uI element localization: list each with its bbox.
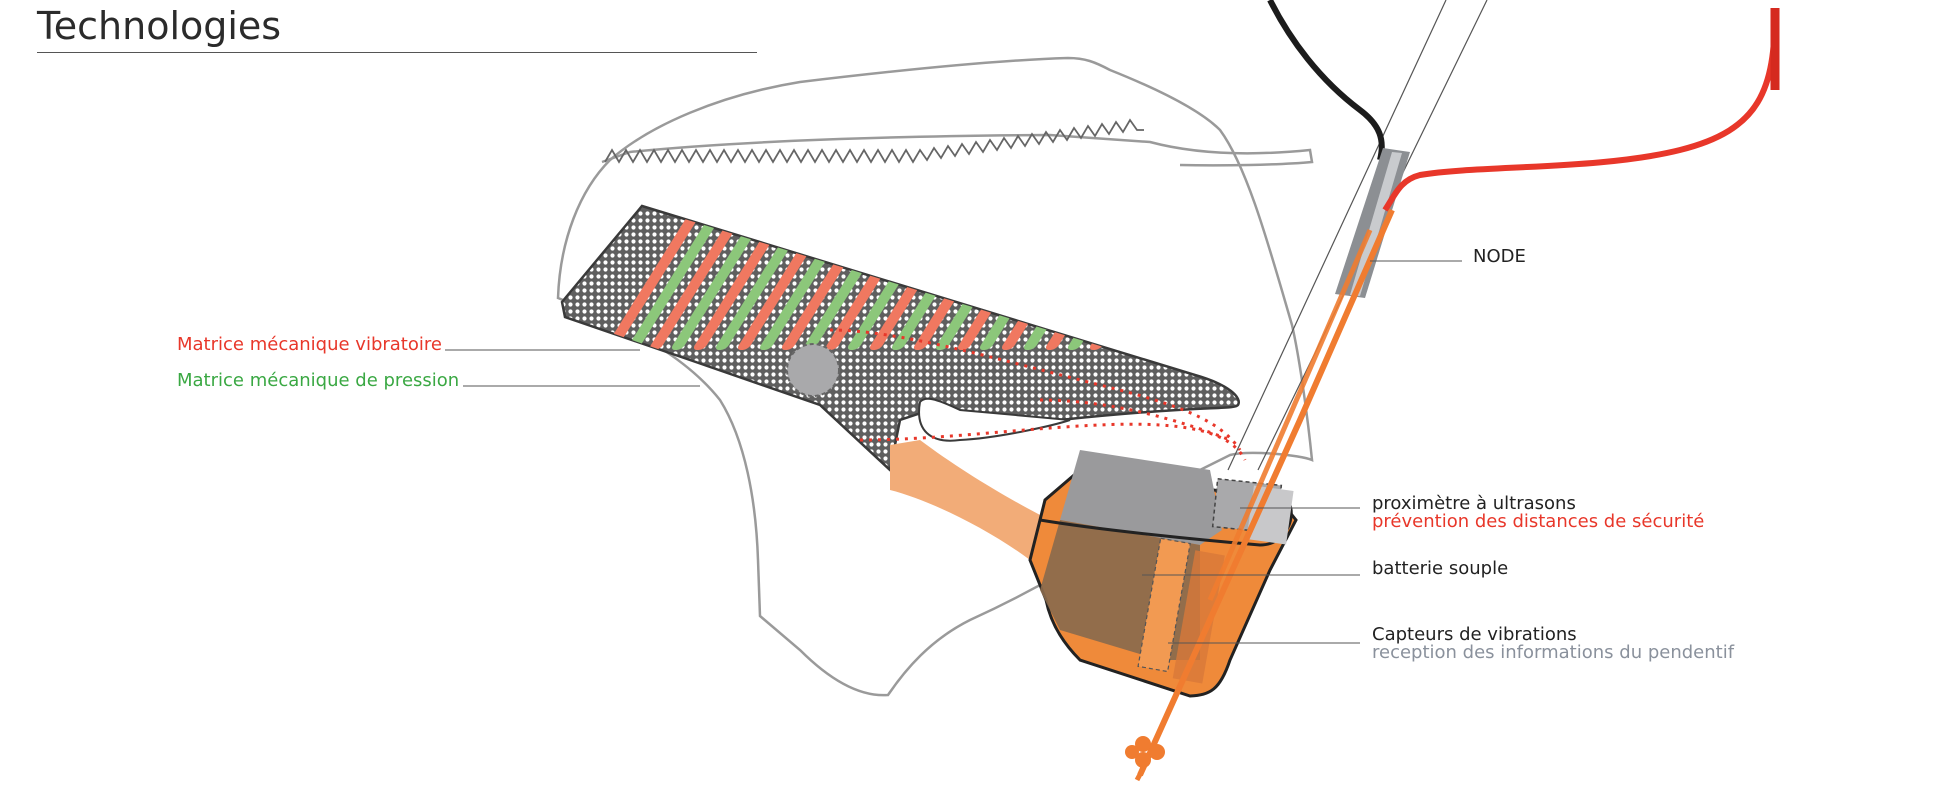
label-battery: batterie souple bbox=[1372, 558, 1509, 579]
page-title: Technologies bbox=[37, 4, 282, 48]
vibration-sensor-strip bbox=[1137, 537, 1191, 673]
label-pressure-matrix: Matrice mécanique de pression bbox=[177, 370, 460, 391]
cuff-outline bbox=[601, 133, 1314, 167]
orange-tube bbox=[1137, 208, 1395, 777]
cane-line-left bbox=[1227, 0, 1447, 471]
vibration-wave-outer bbox=[829, 328, 1242, 451]
title-underline bbox=[37, 52, 757, 53]
label-sensors: Capteurs de vibrations bbox=[1372, 624, 1577, 645]
label-node: NODE bbox=[1473, 246, 1526, 267]
strap-button bbox=[786, 343, 840, 397]
label-sensors-sub: reception des informations du pendentif bbox=[1372, 642, 1735, 663]
node-highlight bbox=[1350, 152, 1402, 296]
label-ultrasonic-sub: prévention des distances de sécurité bbox=[1372, 511, 1705, 532]
palm-pad bbox=[890, 440, 1050, 560]
label-vibration-matrix: Matrice mécanique vibratoire bbox=[177, 334, 442, 355]
tube-knot bbox=[1125, 736, 1165, 782]
zigzag-seam bbox=[604, 118, 1144, 164]
label-ultrasonic: proximètre à ultrasons bbox=[1372, 493, 1576, 514]
red-cable bbox=[1382, 9, 1778, 212]
orange-tube-2 bbox=[1207, 228, 1373, 601]
ultrasonic-sensor-light bbox=[1246, 485, 1294, 545]
battery-top-grey bbox=[1060, 450, 1222, 545]
black-cable bbox=[1267, 0, 1385, 161]
vibration-sensor-shade bbox=[1172, 550, 1225, 684]
